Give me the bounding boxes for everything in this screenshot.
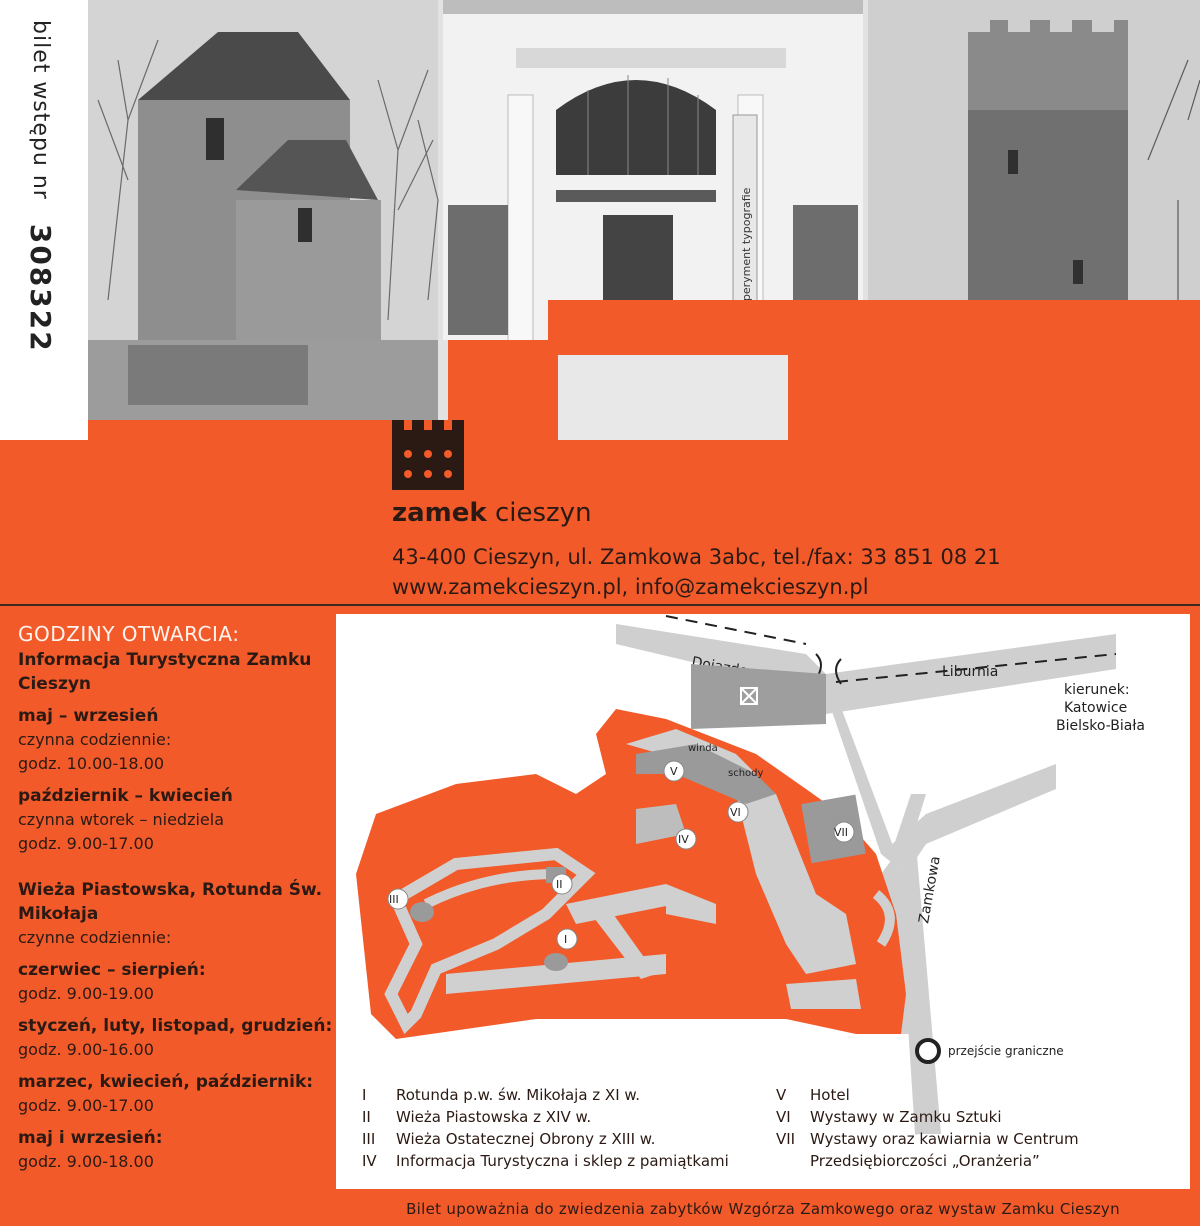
season6-hours: godz. 9.00-18.00	[18, 1152, 154, 1171]
season4-hours: godz. 9.00-16.00	[18, 1040, 154, 1059]
season1-note: czynna codziennie:	[18, 730, 172, 749]
ticket-number: 308322	[24, 223, 57, 353]
street-zamkowa: Zamkowa	[916, 855, 944, 925]
marker-iv: IV	[678, 833, 689, 846]
brand-bold: zamek	[392, 498, 487, 528]
label-crossing: przejście graniczne	[948, 1044, 1064, 1058]
marker-vii: VII	[834, 826, 848, 839]
season4: styczeń, luty, listopad, grudzień:	[18, 1016, 333, 1036]
castle-map-panel: Dojazdowa Liburnia kierunek: Katowice Bi…	[336, 614, 1190, 1189]
marker-vi: VI	[730, 806, 741, 819]
season2-hours: godz. 9.00-17.00	[18, 834, 154, 853]
brand-rest: cieszyn	[486, 498, 592, 528]
ticket-number-text: bilet wstępu nr 308322	[24, 20, 57, 353]
buildings-photo: eksperyment typografie	[88, 0, 1200, 440]
zamek-logo	[392, 420, 464, 490]
street-liburnia: Liburnia	[942, 664, 998, 680]
season5-hours: godz. 9.00-17.00	[18, 1096, 154, 1115]
info-title: Informacja Turystyczna Zamku Cieszyn	[18, 650, 312, 694]
hours-heading: GODZINY OTWARCIA:	[18, 622, 240, 646]
map-markers: V VI IV VII II III I	[387, 760, 855, 950]
ticket-stub: bilet wstępu nr 308322	[0, 0, 88, 440]
direction-city1: Katowice	[1064, 700, 1127, 716]
marker-ii: II	[556, 878, 563, 891]
contact-block: 43-400 Cieszyn, ul. Zamkowa 3abc, tel./f…	[392, 542, 1001, 602]
direction-label: kierunek:	[1064, 682, 1130, 698]
marker-iii: III	[389, 893, 399, 906]
contact-address: 43-400 Cieszyn, ul. Zamkowa 3abc, tel./f…	[392, 545, 1001, 569]
parking-icon	[740, 687, 758, 705]
castle-map: Dojazdowa Liburnia kierunek: Katowice Bi…	[356, 615, 1145, 1135]
season1-hours: godz. 10.00-18.00	[18, 754, 165, 773]
direction-city2: Bielsko-Biała	[1056, 718, 1145, 734]
season1: maj – wrzesień	[18, 706, 159, 726]
brand-name: zamek cieszyn	[392, 498, 592, 528]
marker-v: V	[670, 765, 678, 778]
season3-hours: godz. 9.00-19.00	[18, 984, 154, 1003]
ticket-label: bilet wstępu nr	[28, 20, 53, 200]
marker-i: I	[564, 933, 567, 946]
contact-web[interactable]: www.zamekcieszyn.pl, info@zamekcieszyn.p…	[392, 575, 869, 599]
season2: październik – kwiecień	[18, 786, 233, 806]
legend-item: Przedsiębiorczości „Oranżeria”	[810, 1152, 1040, 1170]
opening-hours: GODZINY OTWARCIA: Informacja Turystyczna…	[18, 622, 338, 1174]
season2-note: czynna wtorek – niedziela	[18, 810, 225, 829]
label-schody: schody	[728, 768, 764, 779]
tower-title: Wieża Piastowska, Rotunda Św. Mikołaja	[18, 880, 323, 924]
footer-note: Bilet upoważnia do zwiedzenia zabytków W…	[406, 1200, 1120, 1218]
tower-note: czynne codziennie:	[18, 928, 172, 947]
photo-strip: eksperyment typografie	[88, 0, 1200, 440]
border-crossing-icon	[915, 1038, 941, 1064]
season3: czerwiec – sierpień:	[18, 960, 206, 980]
ticket-bottom: GODZINY OTWARCIA: Informacja Turystyczna…	[0, 606, 1200, 1226]
season5: marzec, kwiecień, październik:	[18, 1072, 314, 1092]
label-winda: winda	[688, 743, 718, 754]
trees-left	[97, 39, 439, 321]
divider	[0, 604, 1200, 606]
season6: maj i wrzesień:	[18, 1128, 163, 1148]
ticket-top: bilet wstępu nr 308322	[0, 0, 1200, 605]
